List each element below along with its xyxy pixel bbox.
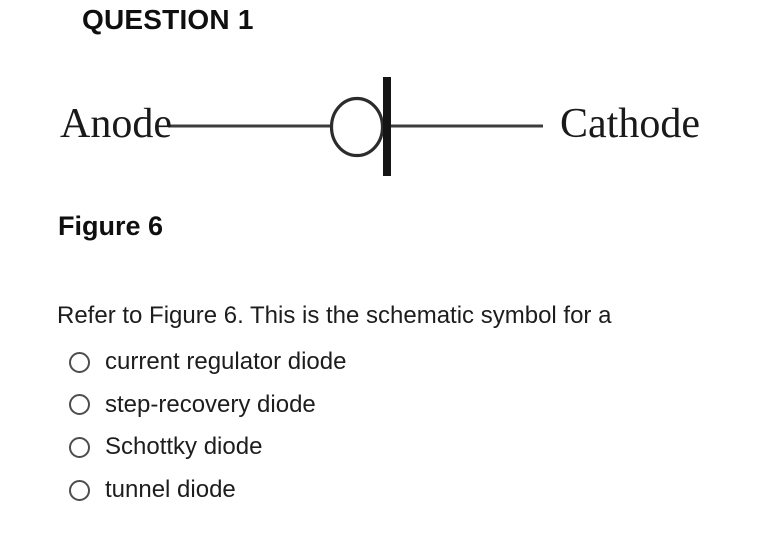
radio-button-icon[interactable] bbox=[69, 351, 90, 373]
option-row-schottky-diode[interactable]: Schottky diode bbox=[69, 426, 346, 469]
option-row-tunnel-diode[interactable]: tunnel diode bbox=[69, 469, 346, 512]
answer-options: current regulator diode step-recovery di… bbox=[69, 341, 346, 511]
option-label: current regulator diode bbox=[105, 348, 347, 376]
cathode-label: Cathode bbox=[560, 101, 700, 147]
anode-label: Anode bbox=[60, 101, 172, 147]
question-header: QUESTION 1 bbox=[82, 4, 254, 35]
figure-caption: Figure 6 bbox=[58, 211, 164, 241]
option-label: tunnel diode bbox=[105, 476, 236, 504]
option-row-current-regulator-diode[interactable]: current regulator diode bbox=[69, 341, 346, 384]
cathode-bar-shape bbox=[383, 77, 391, 176]
question-prompt: Refer to Figure 6. This is the schematic… bbox=[57, 302, 612, 329]
radio-button-icon[interactable] bbox=[69, 479, 90, 501]
option-row-step-recovery-diode[interactable]: step-recovery diode bbox=[69, 384, 346, 427]
option-label: Schottky diode bbox=[105, 433, 263, 461]
diode-figure: Anode Cathode bbox=[0, 0, 766, 200]
radio-button-icon[interactable] bbox=[69, 436, 90, 458]
diode-symbol-drawing bbox=[168, 77, 543, 176]
radio-button-icon[interactable] bbox=[69, 394, 90, 416]
option-label: step-recovery diode bbox=[105, 390, 316, 418]
diode-circle-shape bbox=[329, 96, 385, 158]
